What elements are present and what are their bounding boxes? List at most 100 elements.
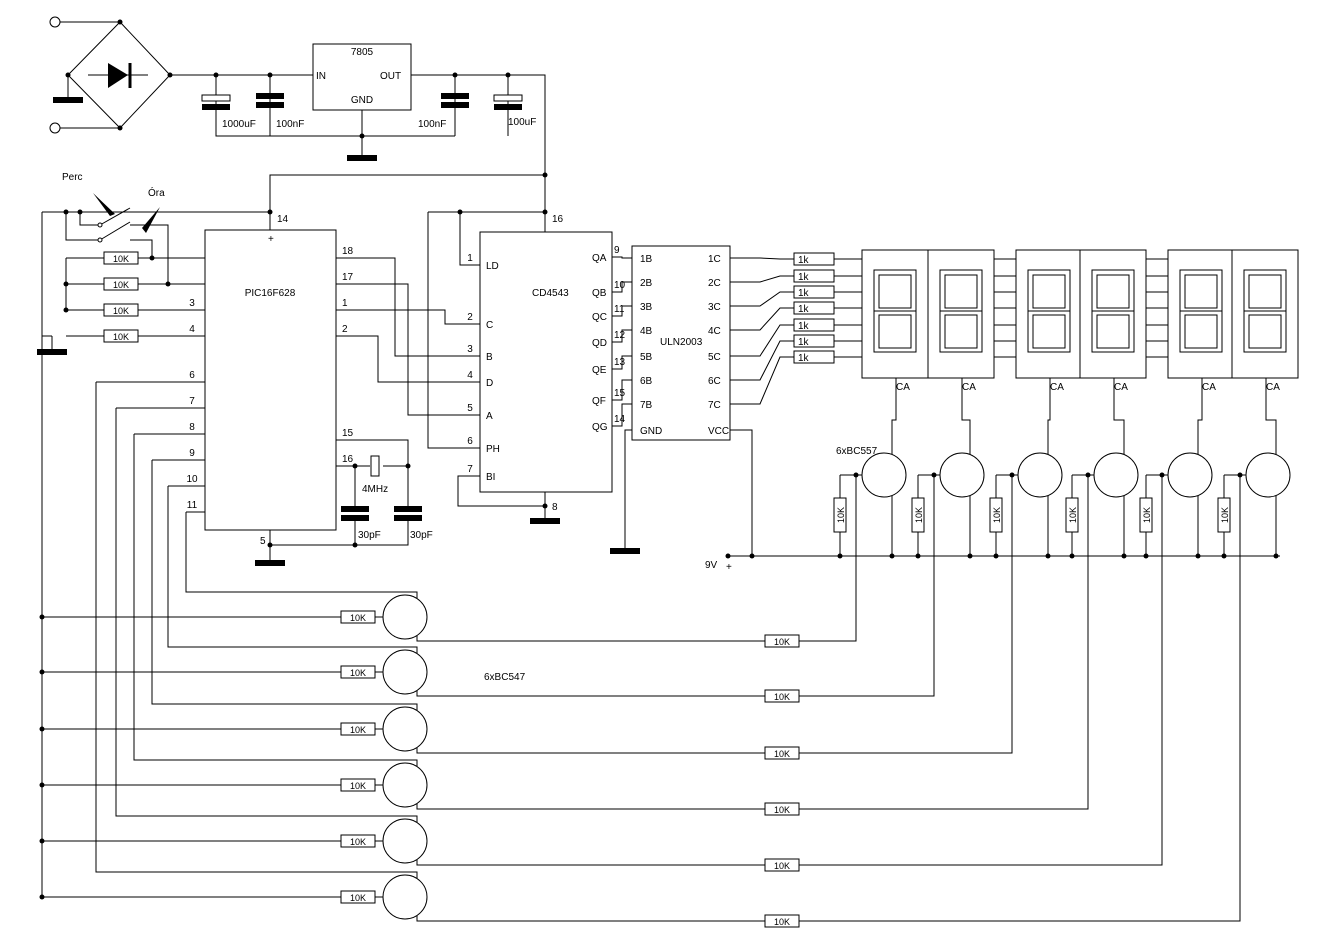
mcu-pin-number: 3 [189, 298, 195, 309]
resistor-value: 10K [350, 668, 366, 678]
mcu-pin-number: 6 [189, 370, 195, 381]
ca-wire [1113, 378, 1125, 455]
common-anode-label: CA [896, 382, 910, 393]
segment-resistor-value: 1k [798, 255, 810, 266]
ca-wire [1047, 378, 1051, 455]
cap-30pF [341, 515, 369, 521]
cap-label: 30pF [358, 530, 381, 541]
decoder-output-label: QG [592, 422, 608, 433]
mcu-pin-number: 2 [342, 324, 348, 335]
segment-resistor-value: 1k [798, 304, 810, 315]
npn-collector-resistor [764, 689, 800, 703]
resistor-value: 10K [774, 637, 790, 647]
pnp-base-resistor [989, 497, 1003, 533]
resistor-value: 10K [774, 805, 790, 815]
decoder-output-label: QD [592, 338, 607, 349]
ac-terminal [49, 122, 61, 134]
segment-resistor-value: 1k [798, 272, 810, 283]
cap-30pF [341, 506, 369, 512]
mcu-name: PIC16F628 [245, 288, 296, 299]
npn-transistor [382, 818, 428, 864]
pnp-transistor [1167, 452, 1213, 498]
seg-res-wire [730, 324, 796, 357]
segment-wire [612, 256, 632, 259]
mcu-pin-number: 16 [342, 454, 354, 465]
decoder-pin-number: 2 [467, 312, 473, 323]
decoder-pin-number: 15 [614, 388, 626, 399]
junction-dot [542, 172, 548, 178]
pin-number: 5 [260, 536, 266, 547]
junction-dot [39, 894, 45, 900]
ground-symbol [347, 155, 377, 161]
decoder-cd4543 [479, 231, 613, 493]
decoder-output-label: QE [592, 365, 607, 376]
collector-wire [416, 859, 782, 866]
ground-symbol [37, 349, 67, 355]
ca-wire [891, 378, 897, 455]
to-pnp-base [799, 475, 857, 642]
mcu-pin-number: 8 [189, 422, 195, 433]
junction-dot [117, 125, 123, 131]
decoder-output-label: QF [592, 396, 606, 407]
segment-resistor [793, 269, 835, 283]
decoder-pin-label: BI [486, 472, 495, 483]
npn-transistor [382, 706, 428, 752]
digit-segments [873, 269, 917, 353]
ground-symbol [530, 518, 560, 524]
segment-resistor-value: 1k [798, 288, 810, 299]
to-pnp-base [799, 475, 1241, 922]
pnp-transistor [861, 452, 907, 498]
segment-wire [612, 329, 632, 343]
common-anode-label: CA [1050, 382, 1064, 393]
xtal-wire [336, 439, 409, 506]
digit-segments [1091, 269, 1135, 353]
decoder-pin-number: 1 [467, 253, 473, 264]
npn-base-resistor [340, 834, 376, 848]
resistor-value: 10K [1142, 507, 1152, 523]
npn-collector-resistor [764, 802, 800, 816]
driver-input-label: GND [640, 426, 662, 437]
resistor-value: 10K [113, 280, 129, 290]
segment-resistor [793, 301, 835, 315]
decoder-output-label: QB [592, 288, 607, 299]
segment-resistor [793, 350, 835, 364]
segment-resistor [793, 285, 835, 299]
ca-wire [1265, 378, 1277, 455]
mcu-pin-number: 17 [342, 272, 354, 283]
common-anode-label: CA [1202, 382, 1216, 393]
decoder-output-label: QC [592, 312, 607, 323]
mcu-drive-wire [95, 382, 418, 879]
cap-label: 1000uF [222, 119, 256, 130]
resistor-value: 10K [774, 917, 790, 927]
driver-input-label: 3B [640, 302, 653, 313]
mcu-pin-number: 1 [342, 298, 348, 309]
mcu-drive-wire [167, 486, 418, 654]
crystal-4mhz [370, 455, 380, 477]
junction-dot [39, 782, 45, 788]
mcu-drive-wire [115, 408, 418, 823]
driver-input-label: 4B [640, 326, 653, 337]
npn-base-resistor [340, 665, 376, 679]
driver-output-label: 6C [708, 376, 721, 387]
seg-res-wire [730, 340, 796, 381]
supply-label: 9V [705, 560, 718, 571]
to-pnp-base [799, 475, 1163, 866]
to-pnp-base [799, 475, 935, 697]
seven-segment-digit [1167, 249, 1235, 379]
crystal-freq: 4MHz [362, 484, 388, 495]
mcu-pin-number: 7 [189, 396, 195, 407]
seven-segment-digit [1231, 249, 1299, 379]
mcu-pin-number: 4 [189, 324, 195, 335]
collector-wire [416, 803, 782, 810]
npn-collector-resistor [764, 914, 800, 928]
bcd-wire-D [336, 335, 480, 383]
decoder-pin-number: 7 [467, 464, 473, 475]
resistor-value: 10K [113, 332, 129, 342]
switch-contact [97, 222, 103, 228]
segment-wire [612, 281, 632, 293]
segment-wire [612, 379, 632, 401]
segment-wire [612, 305, 632, 317]
sw-wire [130, 239, 153, 258]
common-anode-label: CA [1266, 382, 1280, 393]
resistor-value: 10K [350, 781, 366, 791]
